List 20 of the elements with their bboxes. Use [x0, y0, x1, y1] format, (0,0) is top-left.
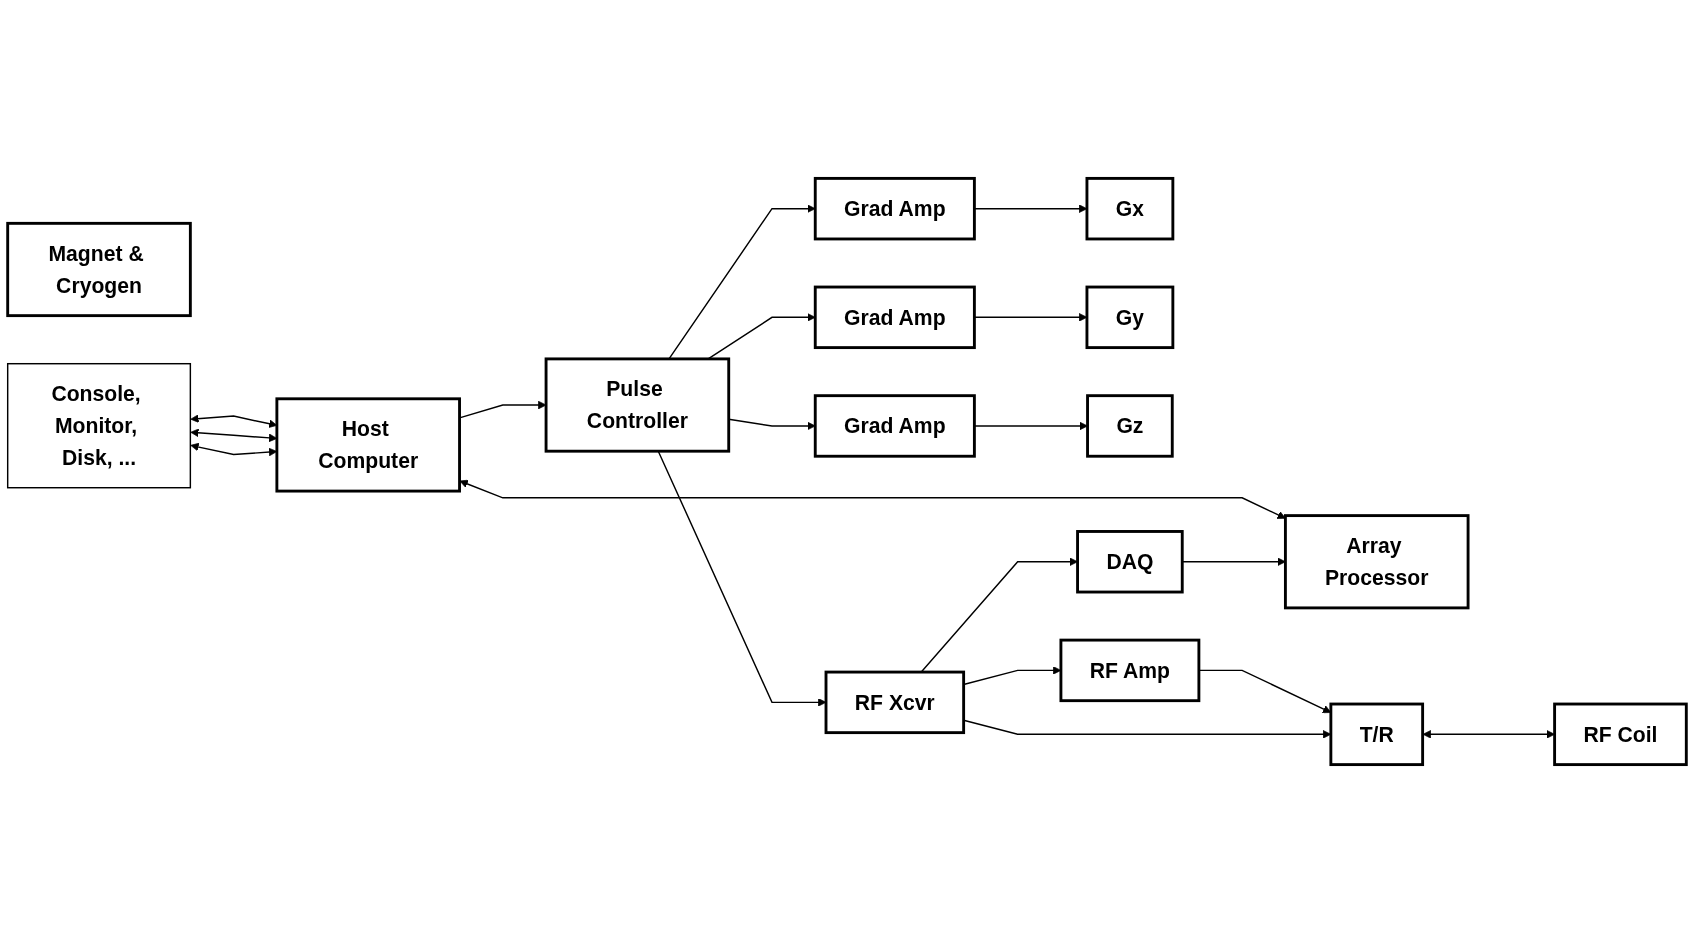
node-box: RF Xcvr: [824, 670, 966, 735]
arrow: [459, 479, 1286, 519]
node-box: RF Coil: [1553, 702, 1688, 767]
node-box: Pulse Controller: [544, 357, 731, 453]
arrow: [1422, 730, 1555, 739]
node-box: Gx: [1085, 176, 1175, 241]
node-box: T/R: [1329, 702, 1425, 767]
node-box: Magnet & Cryogen: [6, 221, 192, 318]
node-box: Host Computer: [275, 397, 461, 493]
node-box: Grad Amp: [813, 285, 976, 350]
arrow: [920, 557, 1078, 673]
arrow: [728, 418, 816, 431]
node-box: Grad Amp: [813, 176, 976, 241]
node-box: Array Processor: [1283, 514, 1470, 610]
node-box: Gy: [1085, 285, 1175, 350]
node-box: Console, Monitor, Disk, ...: [6, 363, 192, 489]
node-box: DAQ: [1076, 530, 1184, 594]
node-box: Grad Amp: [813, 394, 976, 458]
node-box: Gz: [1086, 394, 1174, 458]
node-box: RF Amp: [1059, 638, 1201, 703]
